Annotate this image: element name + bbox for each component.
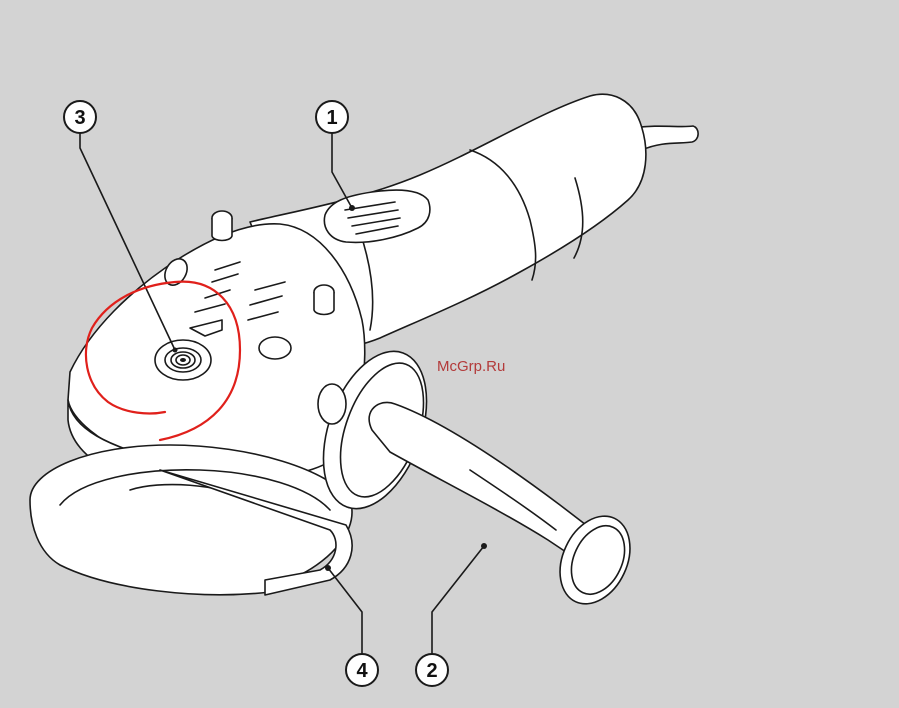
leader-line-4	[328, 568, 362, 656]
leader-line-1	[332, 128, 352, 208]
callout-1: 1	[316, 101, 348, 133]
callout-4: 4	[346, 654, 378, 686]
leader-dot-3	[173, 348, 178, 353]
side-handle	[304, 337, 644, 615]
leader-dot-4	[325, 565, 331, 571]
callout-4-label: 4	[356, 660, 368, 682]
leader-line-2	[432, 546, 484, 656]
watermark: McGrp.Ru	[437, 358, 505, 375]
callout-2: 2	[416, 654, 448, 686]
leader-dot-1	[349, 205, 355, 211]
leader-dot-2	[481, 543, 487, 549]
callout-1-label: 1	[326, 107, 337, 129]
callout-3: 3	[64, 101, 96, 133]
callout-2-label: 2	[426, 660, 437, 682]
callout-3-label: 3	[74, 107, 85, 129]
